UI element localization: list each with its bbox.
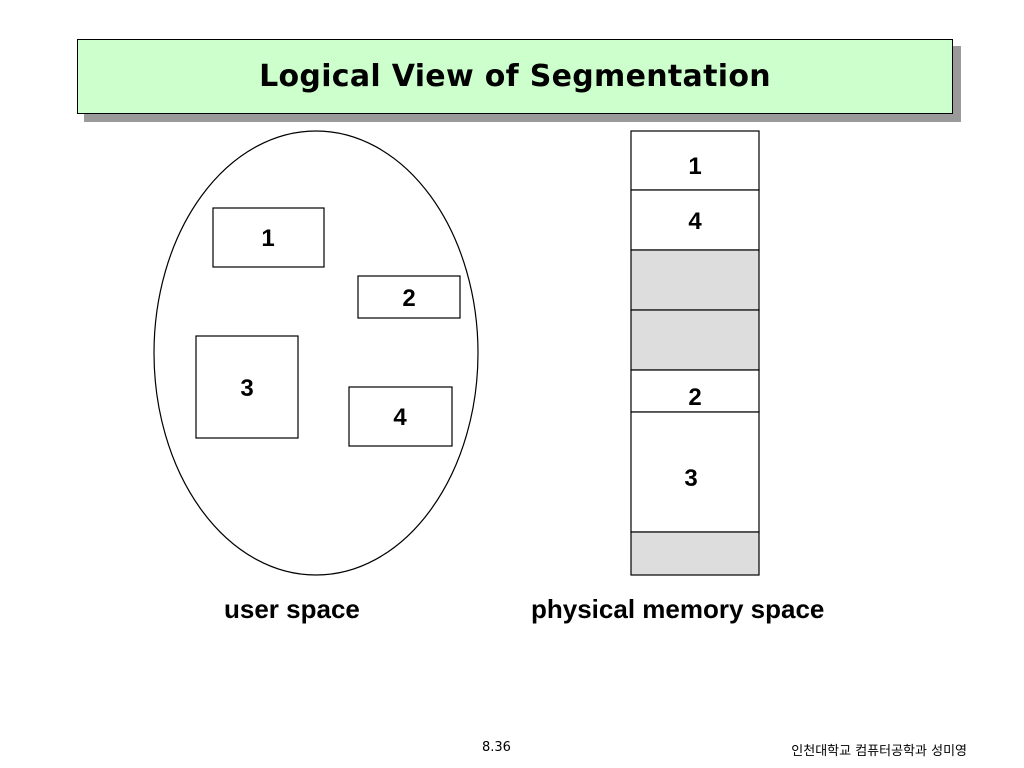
user-segment-3-box <box>195 335 299 439</box>
memory-block-free-1 <box>630 249 760 311</box>
physical-memory-column: 1 4 2 3 <box>630 130 760 576</box>
memory-block-free-2 <box>630 309 760 371</box>
memory-block-segment-2-label: 2 <box>688 384 701 411</box>
memory-block-segment-2 <box>630 369 760 413</box>
user-segment-2: 2 <box>357 275 461 319</box>
user-segment-1: 1 <box>212 207 325 268</box>
memory-block-segment-4 <box>630 189 760 251</box>
user-segment-4-box <box>348 386 453 447</box>
memory-block-free-3 <box>630 531 760 576</box>
memory-block-segment-3-label: 3 <box>684 465 697 492</box>
user-space-caption: user space <box>224 594 360 624</box>
user-segment-1-label: 1 <box>261 225 274 252</box>
user-segment-1-box <box>212 207 325 268</box>
memory-block-segment-1 <box>630 130 760 191</box>
memory-block-segment-1-label: 1 <box>688 153 701 180</box>
footer-author: 인천대학교 컴퓨터공학과 성미영 <box>791 744 967 759</box>
memory-block-segment-4-label: 4 <box>688 208 702 235</box>
memory-block-segment-3 <box>630 411 760 533</box>
slide-title: Logical View of Segmentation <box>259 59 771 94</box>
page-number: 8.36 <box>482 740 511 755</box>
physical-memory-caption: physical memory space <box>531 594 825 624</box>
user-segment-2-box <box>357 275 461 319</box>
user-segment-3-label: 3 <box>240 375 253 402</box>
user-segment-3: 3 <box>195 335 299 439</box>
user-segment-4: 4 <box>348 386 453 447</box>
user-segment-4-label: 4 <box>393 404 407 431</box>
title-box: Logical View of Segmentation <box>77 39 953 114</box>
user-segment-2-label: 2 <box>402 285 415 312</box>
